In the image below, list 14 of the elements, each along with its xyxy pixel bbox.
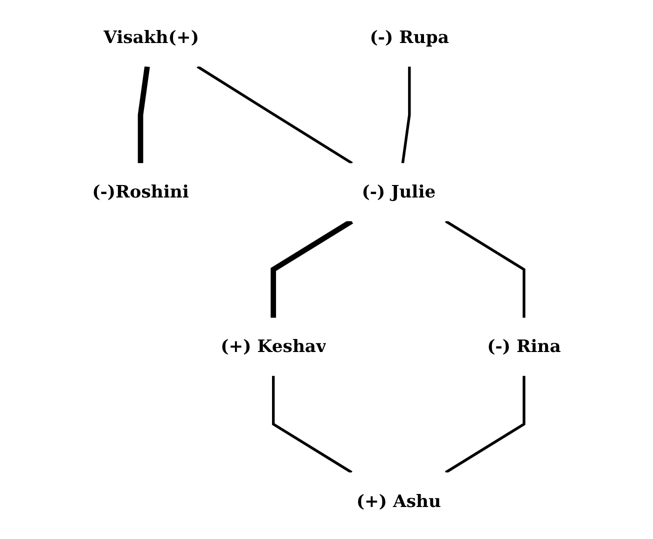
node-text: (+) Keshav [220, 336, 326, 356]
node-text: (+) Ashu [356, 490, 441, 512]
connector [270, 218, 354, 318]
connector [272, 376, 352, 474]
connector [401, 66, 411, 164]
node-text: Visakh(+) [104, 26, 199, 48]
node-text: (-) Rupa [370, 26, 450, 48]
connector [138, 66, 150, 164]
connector [196, 65, 353, 164]
node-text: (-) Rina [487, 336, 561, 356]
node-text: (-)Roshini [92, 181, 189, 202]
connector [444, 220, 526, 318]
connector [444, 376, 526, 474]
node-text: (-) Julie [362, 181, 436, 202]
